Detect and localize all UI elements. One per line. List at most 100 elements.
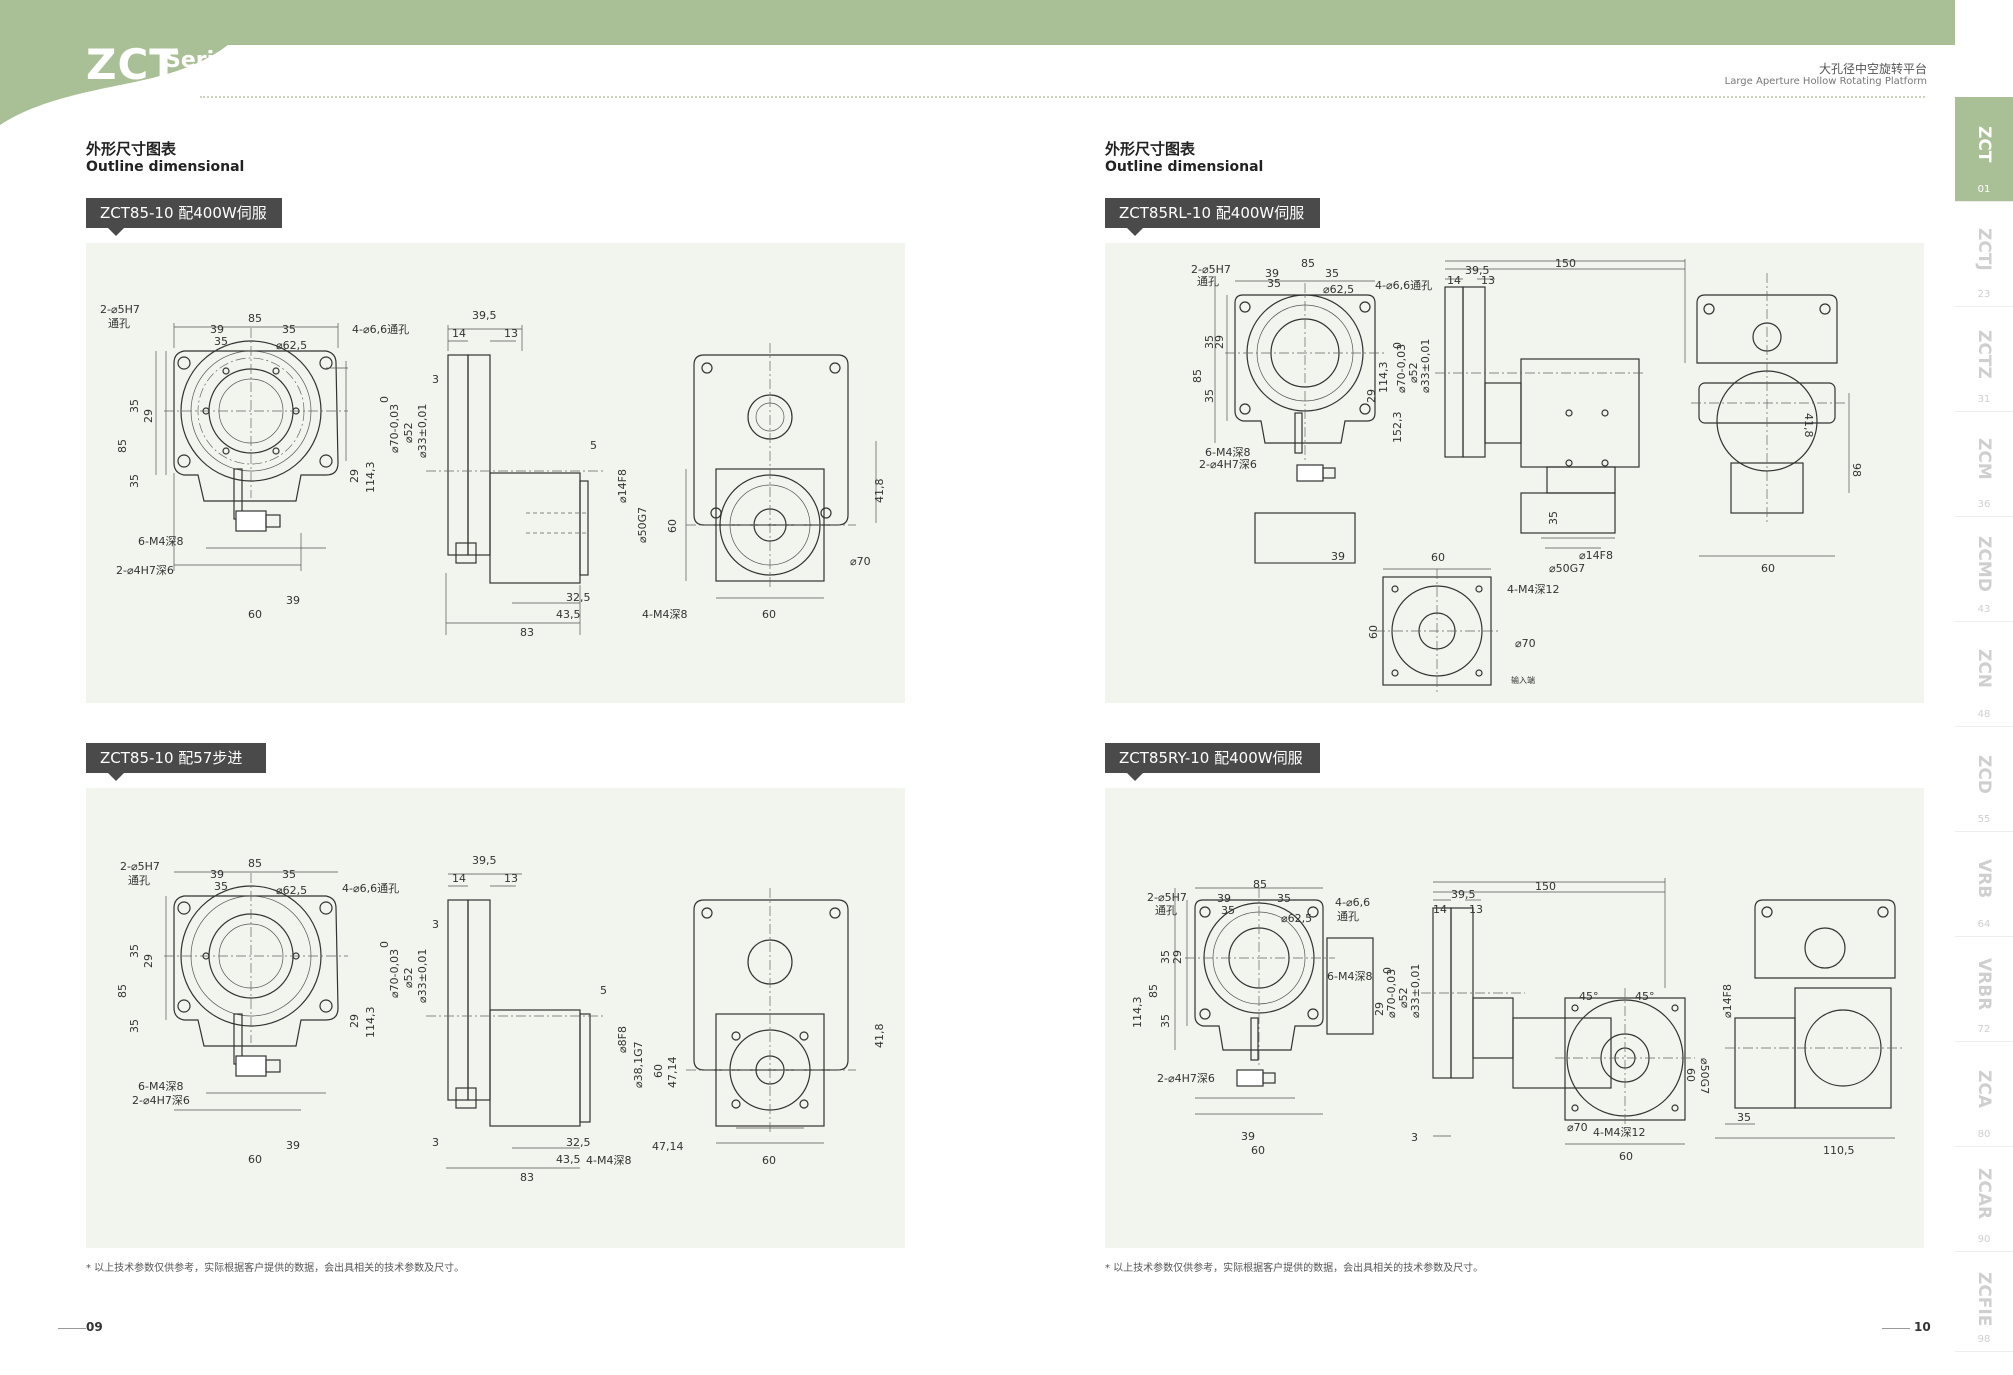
label-w35a: 35 (282, 323, 296, 336)
label-b60: 60 (1251, 1144, 1265, 1157)
label-h85: 85 (1191, 369, 1204, 383)
footnote: * 以上技术参数仅供参考，实际根据客户提供的数据，会出具相关的技术参数及尺寸。 (86, 1263, 465, 1274)
label-w35b: 35 (214, 335, 228, 348)
label-s52: ⌀52 (402, 422, 415, 443)
tab-page: 48 (1977, 709, 1991, 720)
label-s14f8: ⌀14F8 (616, 469, 629, 503)
section-title-en: Outline dimensional (86, 159, 245, 175)
front-view (1174, 887, 1374, 1115)
drawing-panel-zct85ry-400w: 2-⌀5H7 通孔 85 39 35 35 ⌀62,5 4-⌀6,6 通孔 11… (1105, 788, 1924, 1248)
label-w35b: 35 (1267, 277, 1281, 290)
page-number-left: 09 (86, 1320, 103, 1334)
label-a45b: 45° (1635, 990, 1655, 1003)
series-logo-shape (0, 0, 260, 125)
tab-label: VRBR (1974, 957, 1994, 1011)
label-h7: 2-⌀4H7深6 (116, 564, 174, 577)
label-m4: 6-M4深8 (1205, 446, 1250, 459)
tab-label: ZCM (1974, 438, 1994, 480)
rear-view (1715, 899, 1905, 1139)
label-m4: 6-M4深8 (1327, 970, 1372, 983)
label-s1143: 114,3 (1377, 362, 1390, 394)
label-fm4: 4-M4深8 (586, 1154, 631, 1167)
label-s70b: 0 (1391, 342, 1404, 349)
label-s3b: 3 (432, 1136, 439, 1149)
label-s35: 35 (1547, 511, 1560, 525)
tab-vrb[interactable]: VRB 64 (1955, 832, 2013, 937)
tab-label: ZCAR (1974, 1168, 1994, 1220)
label-s70b: 0 (1381, 967, 1394, 974)
side-view (1435, 259, 1686, 549)
label-s3: 3 (1411, 1131, 1418, 1144)
label-c60b: 60 (1367, 625, 1380, 639)
side-view (326, 325, 606, 635)
label-s3: 3 (432, 918, 439, 931)
label-w35a: 35 (282, 868, 296, 881)
tab-label: ZCFIE (1974, 1271, 1994, 1327)
motor-view (1512, 988, 1695, 1145)
tab-page: 23 (1977, 289, 1991, 300)
label-b39: 39 (1241, 1130, 1255, 1143)
label-f4714: 47,14 (666, 1057, 679, 1089)
tab-label: ZCMD (1974, 536, 1994, 592)
front-view (155, 323, 348, 571)
tab-label: ZCTZ (1974, 329, 1994, 379)
front-view (1214, 280, 1385, 564)
label-h85: 85 (1147, 984, 1160, 998)
panel-tag: ZCT85RL-10 配400W伺服接口 (1105, 198, 1320, 252)
label-s325: 32,5 (566, 1136, 591, 1149)
label-m4: 6-M4深8 (138, 535, 183, 548)
tab-page: 64 (1977, 919, 1991, 930)
label-s70b: 0 (378, 396, 391, 403)
technical-drawing: 2-⌀5H7 通孔 85 39 35 35 ⌀62,5 4-⌀6,6通孔 35 … (100, 303, 886, 639)
label-b39: 39 (286, 594, 300, 607)
label-h29b: 29 (348, 469, 361, 483)
label-f70: ⌀70 (850, 555, 871, 568)
label-h1143: 114,3 (1131, 997, 1144, 1029)
label-f418: 41,8 (873, 479, 886, 504)
label-f60: 60 (666, 519, 679, 533)
front-view (164, 871, 348, 1111)
label-w35b: 35 (1221, 904, 1235, 917)
label-w39: 39 (1265, 267, 1279, 280)
tab-page: 31 (1977, 394, 1991, 405)
label-hole4b: 通孔 (1337, 910, 1359, 923)
label-h35b: 35 (1159, 1014, 1172, 1028)
label-h29a: 29 (1213, 335, 1226, 349)
panel-tag: ZCT85RY-10 配400W伺服接口 (1105, 743, 1320, 797)
label-cm4: 4-M4深12 (1593, 1126, 1645, 1139)
tab-zctz[interactable]: ZCTZ 31 (1955, 307, 2013, 412)
label-f98: 98 (1850, 463, 1863, 477)
tab-page: 80 (1977, 1129, 1991, 1140)
label-d625: ⌀62,5 (1281, 912, 1312, 925)
label-s14f8: ⌀14F8 (1579, 549, 1613, 562)
label-w39: 39 (210, 868, 224, 881)
label-hole4: 4-⌀6,6通孔 (352, 323, 409, 336)
label-f60: 60 (652, 1064, 665, 1078)
label-s14: 14 (452, 872, 466, 885)
side-view (1421, 878, 1666, 1137)
label-s395: 39,5 (1451, 888, 1476, 901)
page-number-right: 10 (1914, 1320, 1931, 1334)
label-s435: 43,5 (556, 1153, 581, 1166)
label-s395: 39,5 (1465, 264, 1490, 277)
label-h85: 85 (116, 984, 129, 998)
label-w35a: 35 (1277, 892, 1291, 905)
tab-label: VRB (1974, 859, 1994, 899)
label-m4: 6-M4深8 (138, 1080, 183, 1093)
label-s33: ⌀33±0,01 (1419, 339, 1432, 393)
rear-view (686, 888, 856, 1144)
label-s1523: 152,3 (1391, 412, 1404, 444)
label-d625: ⌀62,5 (276, 339, 307, 352)
label-w85: 85 (1301, 257, 1315, 270)
